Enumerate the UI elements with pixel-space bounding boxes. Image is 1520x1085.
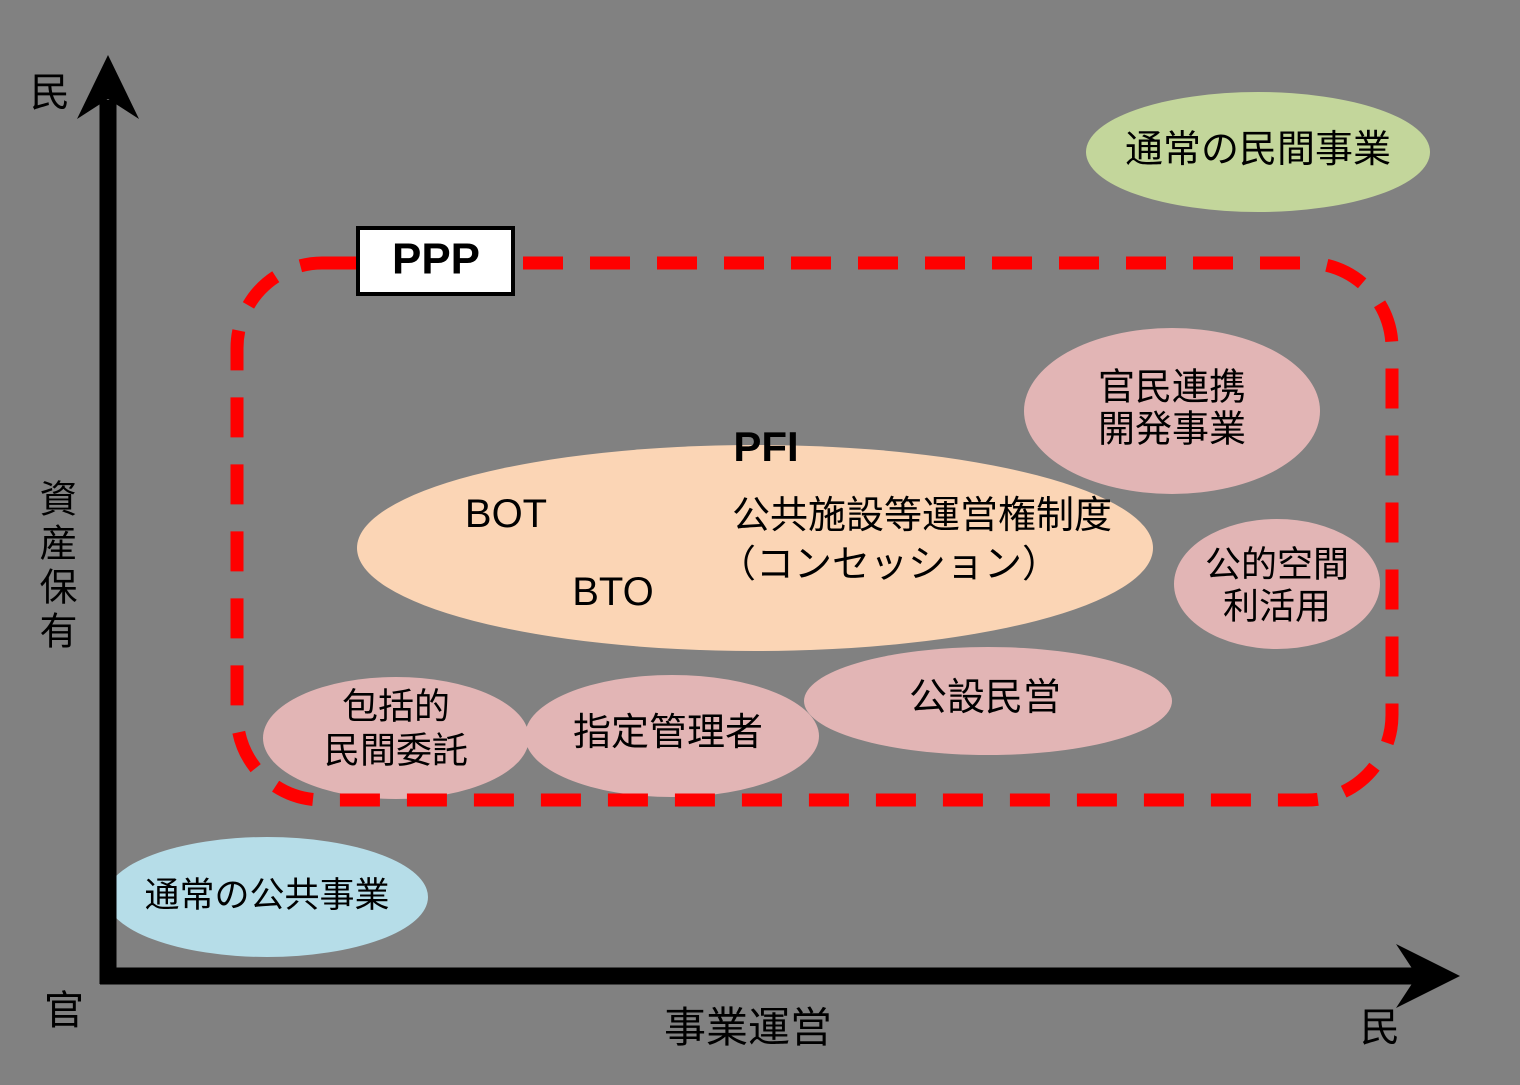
normal-public-ellipse xyxy=(106,837,428,957)
origin-label: 官 xyxy=(44,989,84,1033)
kouteki-kuukan-label-line1: 公的空間 xyxy=(1204,543,1350,585)
houkatsu-itaku-label-line1: 包括的 xyxy=(341,685,451,727)
kanmin-renkei-label-line2: 開発事業 xyxy=(1098,408,1246,450)
kanmin-renkei-ellipse xyxy=(1024,328,1320,494)
normal-public-label: 通常の公共事業 xyxy=(144,875,390,915)
x-axis-arrowhead-icon xyxy=(1396,944,1460,1008)
ppp-label: PPP xyxy=(391,234,481,284)
shitei-kanrisha-ellipse xyxy=(525,675,819,797)
y-axis-title: 資産保有 xyxy=(33,479,75,655)
kanmin-renkei-label-line1: 官民連携 xyxy=(1098,366,1246,408)
ppp-label-box xyxy=(356,226,515,296)
kousetsu-minei-label: 公設民営 xyxy=(908,677,1062,720)
y-axis-top-label: 民 xyxy=(30,71,70,115)
x-axis-title: 事業運営 xyxy=(663,1003,833,1051)
houkatsu-itaku-ellipse xyxy=(263,677,529,799)
x-axis-right-label: 民 xyxy=(1360,1006,1400,1050)
y-axis-arrowhead-icon xyxy=(77,55,139,119)
bot-label: BOT xyxy=(464,492,548,536)
normal-private-ellipse xyxy=(1086,92,1430,212)
concession-label-line2: （コンセッション） xyxy=(717,544,1061,587)
kousetsu-minei-ellipse xyxy=(804,647,1172,755)
kouteki-kuukan-ellipse xyxy=(1174,519,1380,649)
houkatsu-itaku-label-line2: 民間委託 xyxy=(323,729,469,771)
shitei-kanrisha-label: 指定管理者 xyxy=(572,712,764,755)
concession-label-line1: 公共施設等運営権制度 xyxy=(731,495,1113,538)
bto-label: BTO xyxy=(572,570,654,614)
kouteki-kuukan-label-line2: 利活用 xyxy=(1222,585,1332,627)
ppp-dashed-boundary xyxy=(230,256,1399,807)
pfi-ellipse xyxy=(357,445,1153,651)
normal-private-label: 通常の民間事業 xyxy=(1124,129,1392,172)
pfi-title: PFI xyxy=(733,422,799,470)
